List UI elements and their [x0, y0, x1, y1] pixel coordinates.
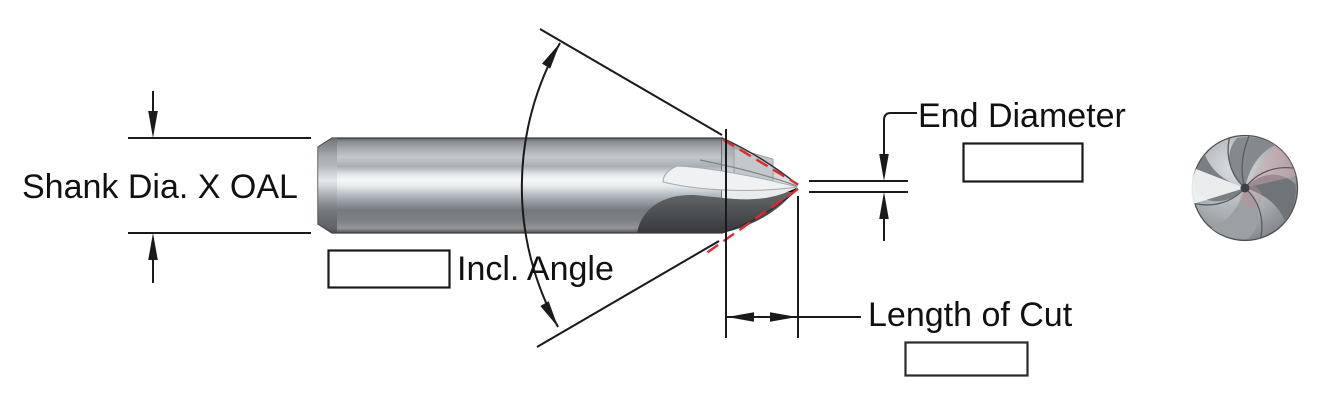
- arc-arrow-lower-icon: [540, 301, 563, 330]
- length-of-cut-value-box: [904, 341, 1029, 377]
- angle-arc: [520, 42, 561, 328]
- loc-arrow-right-icon: [770, 312, 797, 322]
- end-dia-arrow-down-icon: [879, 154, 889, 181]
- cone-flute-seam: [699, 159, 798, 187]
- end-diameter-label: End Diameter: [918, 97, 1126, 135]
- end-dia-leader: [883, 112, 917, 156]
- shank-left-chamfer: [318, 138, 337, 233]
- end-diameter-dimension: [809, 112, 917, 241]
- loc-arrow-left-icon: [727, 312, 754, 322]
- shank-dimension: [128, 91, 311, 283]
- end-view-flutes: [1194, 137, 1296, 239]
- angle-line-lower: [536, 240, 720, 348]
- arc-arrow-upper-icon: [541, 40, 565, 69]
- tool-side-view: [317, 137, 799, 255]
- incl-angle-value-box: [327, 249, 451, 289]
- end-diameter-value-box: [962, 142, 1084, 183]
- arrow-up-icon: [148, 233, 158, 260]
- shank-label: Shank Dia. X OAL: [22, 168, 298, 206]
- flute-scoop-dark: [637, 187, 797, 233]
- cutter-end-view: [1191, 134, 1299, 242]
- end-view-center-point: [1240, 183, 1250, 193]
- end-view-pink-reflection: [1245, 145, 1296, 188]
- length-of-cut-label: Length of Cut: [868, 296, 1073, 334]
- included-angle-dimension: [520, 28, 723, 348]
- arrow-down-icon: [148, 111, 158, 138]
- end-dia-arrow-up-icon: [879, 192, 889, 219]
- cone-flute-face: [662, 165, 798, 191]
- end-view-highlight: [1191, 169, 1245, 204]
- incl-angle-label: Incl. Angle: [457, 250, 614, 288]
- cone-guide-dashed-upper: [722, 138, 799, 186]
- angle-line-upper: [539, 28, 723, 136]
